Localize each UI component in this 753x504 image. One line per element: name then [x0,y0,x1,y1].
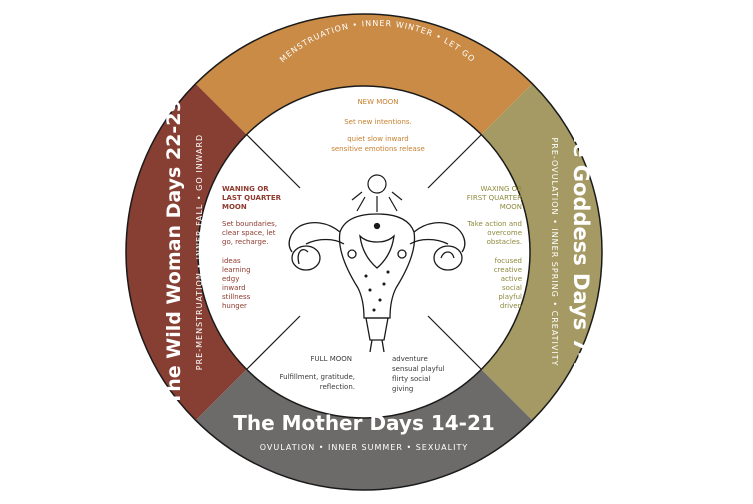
full-moon-word: adventure [392,355,428,363]
waning-word: ideas [222,257,241,265]
waning-word: hunger [222,302,247,310]
full-moon-intent-1: Fulfillment, gratitude, [279,373,355,381]
full-moon-word: sensual playful [392,365,445,373]
waxing-word: social [502,284,522,292]
waning-word: inward [222,284,246,292]
waxing-intent-3: obstacles. [487,238,522,246]
full-moon-intent-2: reflection. [320,383,355,391]
divider-ne [427,134,482,189]
divider-sw [246,315,301,370]
full-moon-word: flirty social [392,375,430,383]
waning-word: edgy [222,275,239,283]
waning-word: stillness [222,293,251,301]
full-moon-heading: FULL MOON [311,355,352,363]
waxing-word: creative [494,266,522,274]
waxing-word: driven [500,302,522,310]
new-moon-heading: NEW MOON [357,98,398,106]
wild-woman-title: The Wild Woman Days 22-29 [163,99,185,404]
goddess-title: The Goddess Days 7-13 [569,114,593,390]
waning-heading-2: LAST QUARTER [222,194,282,202]
crescent-moon-icon [351,172,403,212]
waxing-word: playful [498,293,522,301]
waning-intent-3: go, recharge. [222,238,269,246]
goddess-subtitle: PRE-OVULATION • INNER SPRING • CREATIVIT… [550,137,559,366]
divider-se [427,315,482,370]
waxing-word: focused [495,257,522,265]
waxing-intent-1: Take action and [466,220,522,228]
waxing-heading-3: MOON [500,203,522,211]
full-moon-word: giving [392,385,413,393]
uterus-illustration [288,213,466,353]
divider-nw [246,134,301,189]
new-moon-words-2: sensitive emotions release [331,145,425,153]
waxing-intent-2: overcome [487,229,522,237]
waning-heading-1: WANING OR [222,185,269,193]
waning-intent-1: Set boundaries, [222,220,277,228]
waxing-heading-2: FIRST QUARTER [467,194,522,202]
waning-word: learning [222,266,251,274]
new-moon-intent: Set new intentions. [344,118,412,126]
waxing-heading-1: WAXING OR [481,185,523,193]
mother-subtitle: OVULATION • INNER SUMMER • SEXUALITY [260,443,468,452]
waning-intent-2: clear space, let [222,229,276,237]
waxing-word: active [501,275,522,283]
waning-heading-3: MOON [222,203,247,211]
new-moon-words-1: quiet slow inward [347,135,409,143]
outer-border [125,13,603,491]
mother-title: The Mother Days 14-21 [233,411,495,435]
wild-woman-subtitle: PRE-MENSTRUATION • INNER FALL • GO INWAR… [195,134,204,370]
